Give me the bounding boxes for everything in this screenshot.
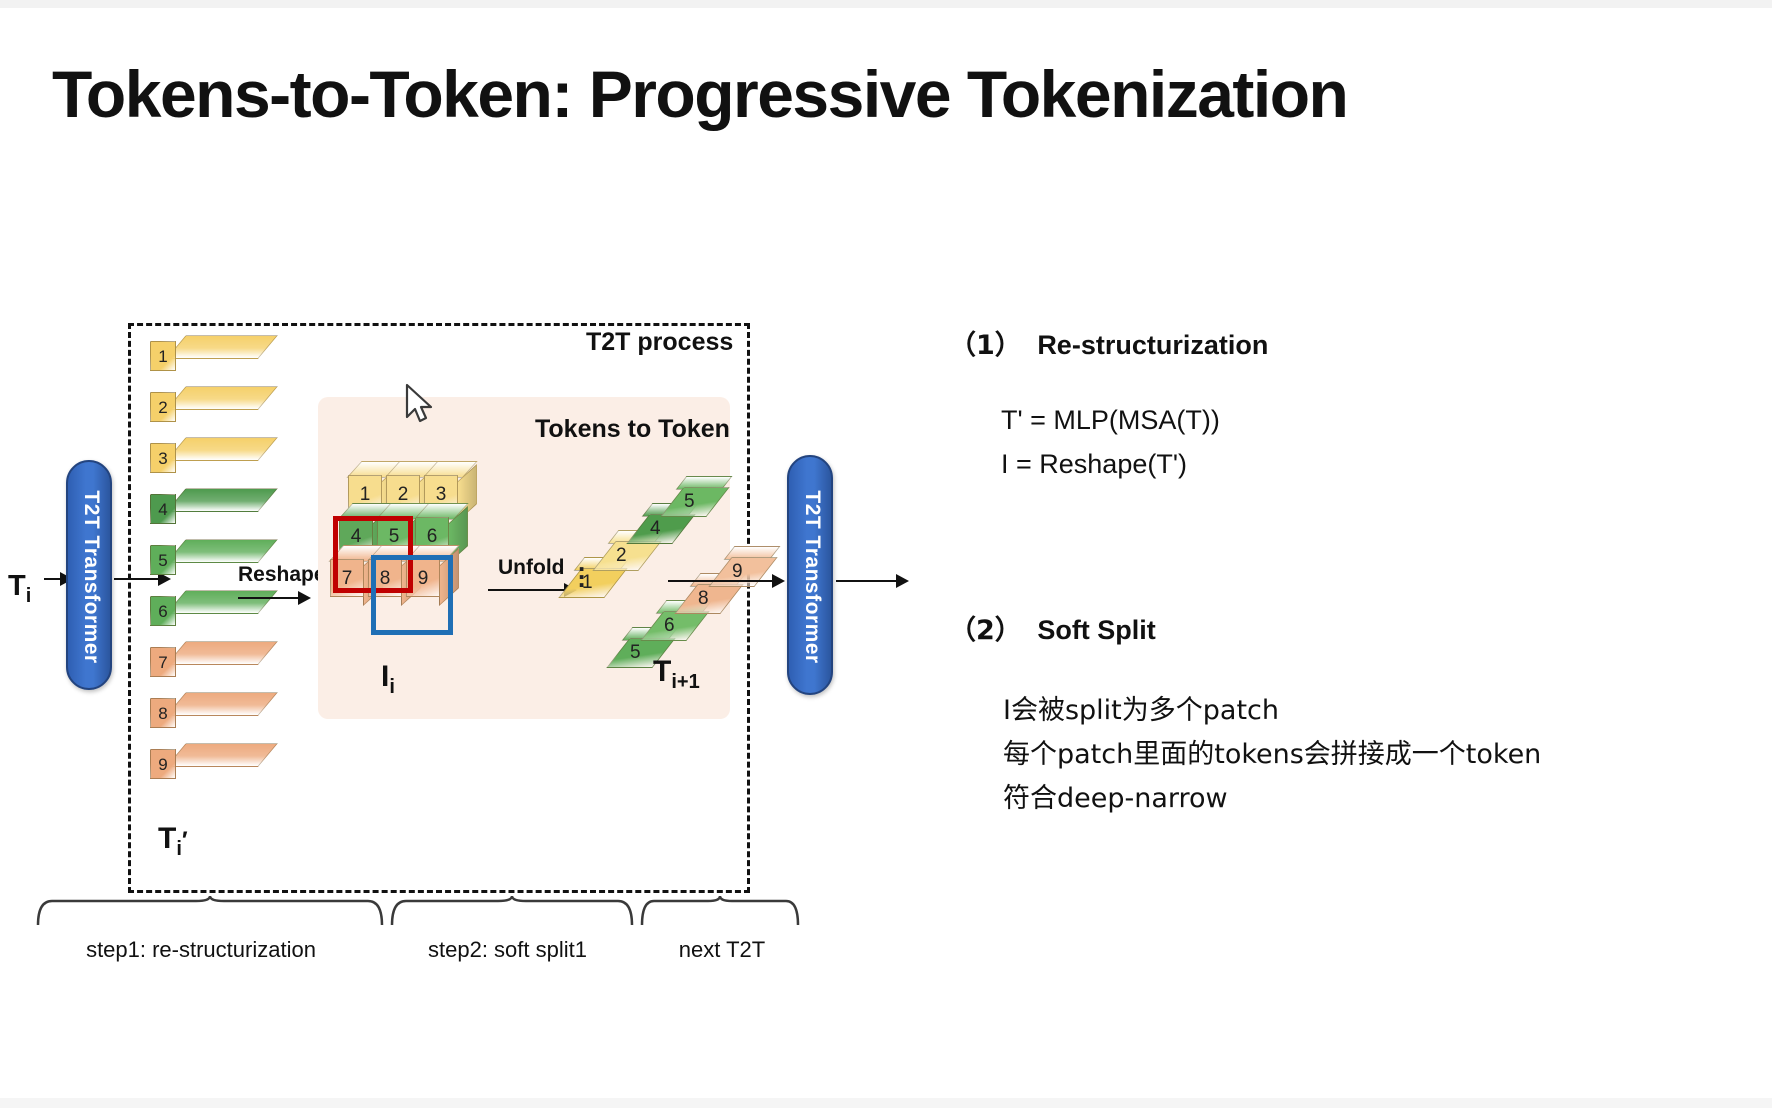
token-bar (165, 590, 279, 614)
note-section2-line-3: 符合deep-narrow (1003, 783, 1228, 814)
brace-group (36, 895, 800, 926)
token-bar-index: 8 (150, 698, 176, 728)
input-token-letter: T (8, 570, 26, 602)
arrow-final-output-line (836, 580, 898, 582)
note-section1-line-1: T' = MLP(MSA(T)) (1001, 405, 1220, 435)
tokens-column-label: Ti′ (158, 822, 188, 861)
page-title: Tokens-to-Token: Progressive Tokenizatio… (52, 57, 1349, 131)
token-bar (165, 335, 279, 359)
ellipsis-dot-2: . (578, 555, 586, 585)
output-token-label: Ti+1 (653, 655, 700, 694)
grid-label-letter: I (381, 660, 390, 693)
unfold-label: Unfold (498, 556, 565, 579)
token-bar-index: 5 (150, 545, 176, 575)
t2t-transformer-right-label: T2T Transformer (801, 490, 824, 664)
output-token-index: 5 (684, 491, 695, 512)
bottom-edge-strip (0, 1098, 1772, 1108)
ellipsis-dot-1: . (578, 547, 586, 577)
t2t-process-box (128, 323, 750, 893)
token-bar-face (165, 437, 279, 461)
tokens-column-letter: T (158, 822, 177, 855)
arrow-reshape-head (298, 591, 311, 605)
brace-label-next-t2t: next T2T (678, 937, 766, 962)
note-section1-number: （1） (949, 330, 1022, 361)
grid-label-subscript: i (389, 676, 395, 698)
arrow-output-to-transformer-head (772, 574, 785, 588)
brace-step1 (36, 895, 384, 926)
t2t-transformer-left-label: T2T Transformer (80, 490, 103, 664)
t2t-transformer-right[interactable]: T2T Transformer (787, 455, 833, 695)
selection-box-blue[interactable] (371, 555, 453, 635)
output-token-index: 4 (650, 518, 661, 539)
arrow-input-to-transformer-line (44, 578, 62, 580)
note-section2-heading: Soft Split (1037, 615, 1156, 645)
token-bar (165, 641, 279, 665)
mouse-pointer-icon (405, 383, 433, 423)
tokens-column-subscript: i (176, 838, 182, 860)
arrow-unfold-line (488, 589, 566, 591)
t2t-transformer-left[interactable]: T2T Transformer (66, 460, 112, 690)
tokens-to-token-panel-title: Tokens to Token (535, 415, 730, 443)
arrow-reshape-line (238, 597, 300, 599)
token-bar (165, 692, 279, 716)
token-bar-index: 9 (150, 749, 176, 779)
token-bar-index: 2 (150, 392, 176, 422)
tokens-column: 1 2 3 4 5 6 7 8 9 (150, 335, 279, 835)
token-bar-face (165, 743, 279, 767)
ellipsis-dot-3: . (578, 563, 586, 593)
token-bar-face (165, 692, 279, 716)
arrow-transformer-to-tokens-head (158, 572, 171, 586)
token-bar-face (165, 590, 279, 614)
token-bar-face (165, 335, 279, 359)
brace-label-step2: step2: soft split1 (428, 937, 587, 962)
token-bar-face (165, 641, 279, 665)
ellipsis-marker: . . . (578, 547, 586, 593)
token-bar-index: 6 (150, 596, 176, 626)
token-bar (165, 386, 279, 410)
note-section2-number: （2） (949, 615, 1022, 646)
token-bar-face (165, 539, 279, 563)
note-section2-line-2: 每个patch里面的tokens会拼接成一个token (1003, 739, 1542, 770)
reshape-label: Reshape (238, 563, 326, 586)
brace-label-step1: step1: re-structurization (86, 937, 316, 962)
token-bar-index: 4 (150, 494, 176, 524)
output-token-index: 6 (664, 615, 675, 636)
brace-step2 (390, 895, 634, 926)
token-bar-face (165, 488, 279, 512)
arrow-final-output-head (896, 574, 909, 588)
token-bar-face (165, 386, 279, 410)
arrow-transformer-to-tokens-line (114, 578, 160, 580)
token-bar-index: 3 (150, 443, 176, 473)
input-token-label: Ti (8, 570, 31, 608)
note-section1: （1） Re-structurization (949, 323, 1268, 362)
output-token-letter: T (653, 655, 672, 688)
output-token-index: 1 (582, 572, 593, 593)
note-section2-line-1: I会被split为多个patch (1003, 695, 1279, 726)
token-bar (165, 539, 279, 563)
grid-label: Ii (381, 660, 395, 699)
note-section1-heading: Re-structurization (1037, 330, 1269, 360)
token-bar-index: 7 (150, 647, 176, 677)
arrow-output-to-transformer-line (668, 580, 774, 582)
note-section2: （2） Soft Split (949, 608, 1156, 647)
brace-next-t2t (640, 895, 800, 926)
top-edge-strip (0, 0, 1772, 8)
output-token-index: 8 (698, 588, 709, 609)
input-token-subscript: i (25, 584, 32, 607)
token-bar (165, 488, 279, 512)
tokens-column-prime: ′ (181, 827, 188, 854)
note-section1-line-2: I = Reshape(T') (1001, 449, 1187, 479)
token-bar (165, 743, 279, 767)
token-bar (165, 437, 279, 461)
output-token-subscript: i+1 (671, 671, 700, 693)
token-bar-index: 1 (150, 341, 176, 371)
t2t-process-label: T2T process (586, 328, 734, 356)
output-token-index: 9 (732, 561, 743, 582)
output-token-index: 2 (616, 545, 627, 566)
output-token-index: 5 (630, 642, 641, 663)
